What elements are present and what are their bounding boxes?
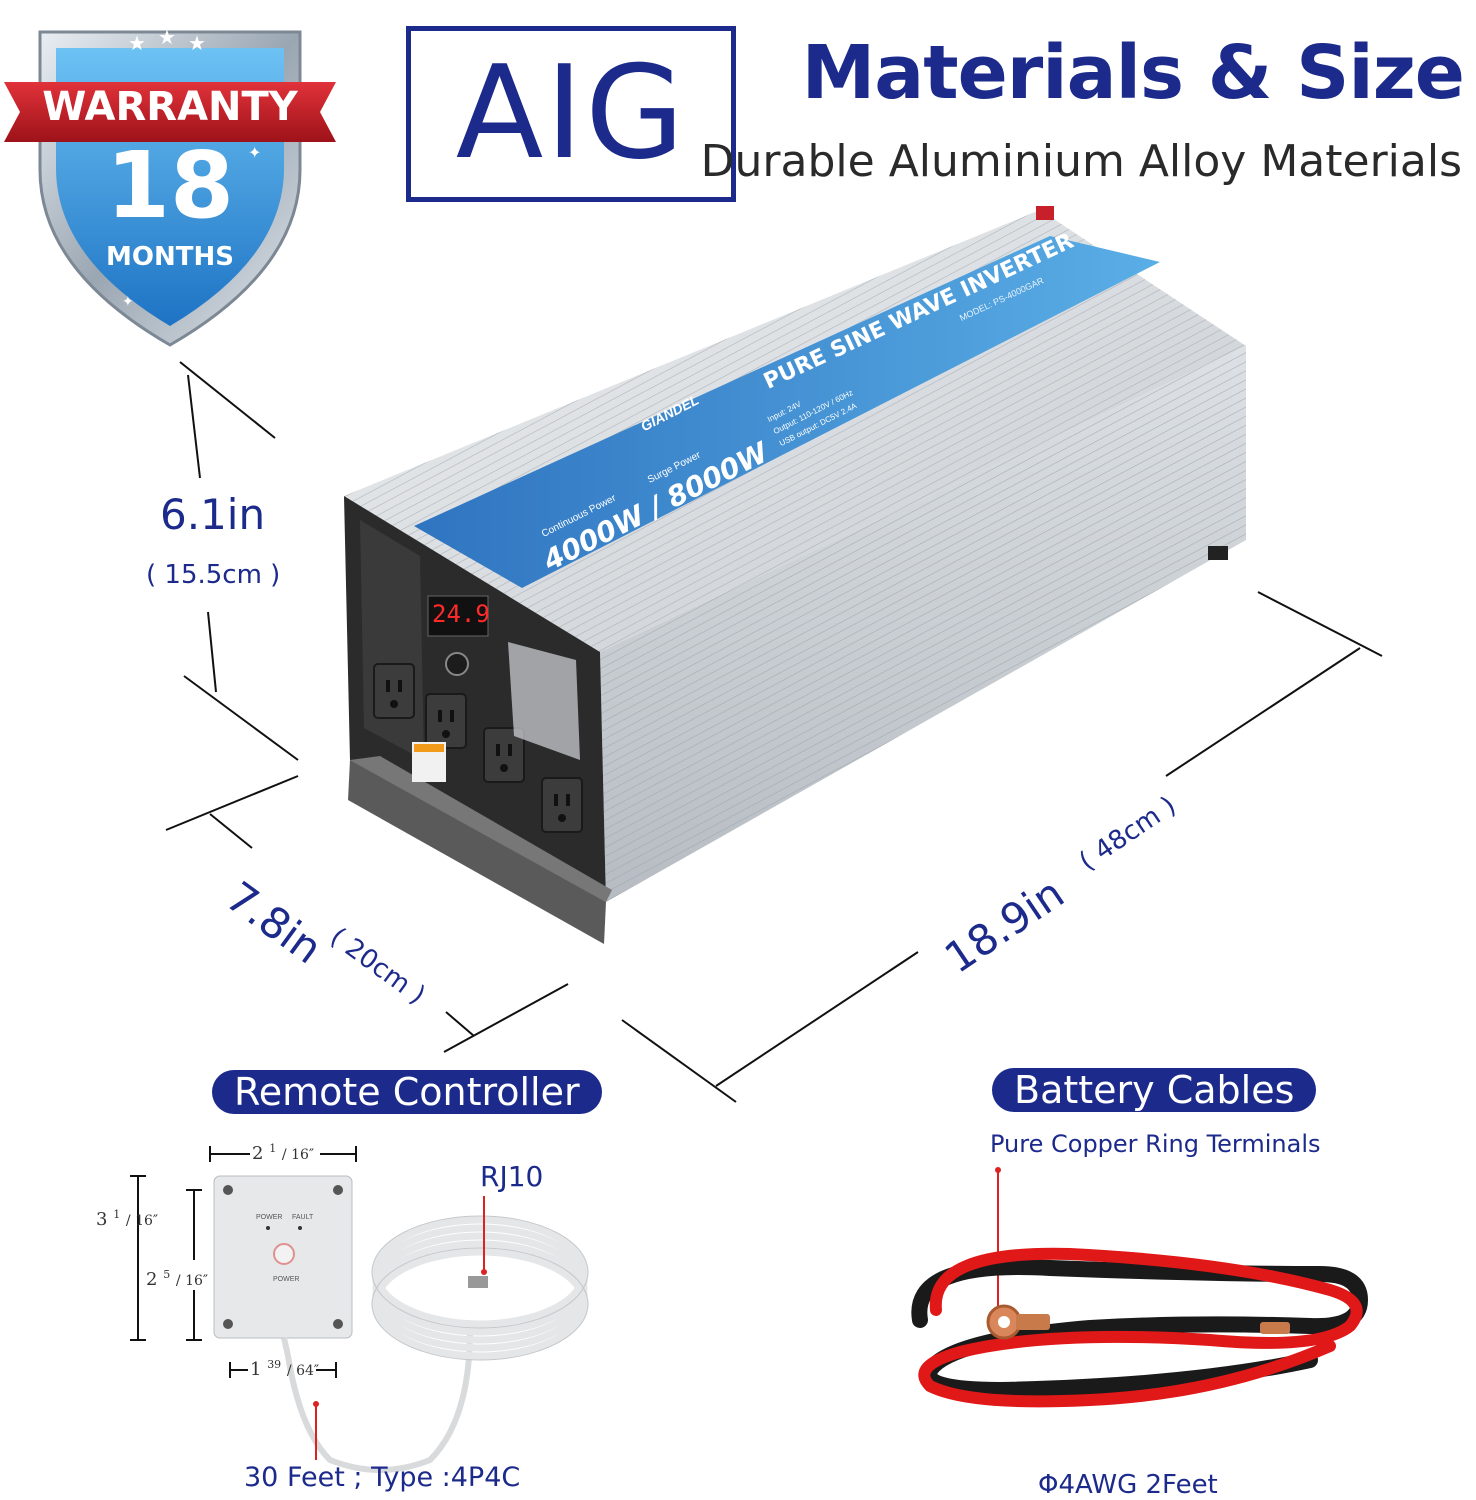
remote-width-bottom-num: 39 <box>267 1358 282 1371</box>
remote-width-bottom: 1 39 / 64″ <box>250 1358 319 1380</box>
remote-height-inner: 2 5 / 16″ <box>146 1268 208 1290</box>
svg-text:✦: ✦ <box>122 293 134 309</box>
remote-width-top-num: 1 <box>269 1142 277 1155</box>
svg-text:★: ★ <box>188 33 206 55</box>
height-dimension-cm: ( 15.5cm ) <box>146 560 281 590</box>
remote-controller-heading: Remote Controller <box>212 1070 602 1114</box>
remote-height-outer: 3 1 / 16″ <box>96 1208 158 1230</box>
remote-height-outer-num: 1 <box>113 1208 121 1221</box>
remote-cable-caption: 30 Feet ; Type :4P4C <box>244 1462 521 1493</box>
warranty-shield-icon: ★ ★ ★ ✦ ✦ <box>4 27 336 347</box>
page-subtitle: Durable Aluminium Alloy Materials <box>700 136 1462 187</box>
battery-cables-caption: Φ4AWG 2Feet <box>1038 1470 1218 1500</box>
warranty-label: WARRANTY <box>42 84 298 130</box>
remote-height-inner-den: / 16″ <box>175 1273 209 1289</box>
warranty-duration-number: 18 <box>105 132 235 239</box>
remote-height-outer-den: / 16″ <box>125 1213 159 1229</box>
svg-text:★: ★ <box>128 33 146 55</box>
remote-width-top-whole: 2 <box>252 1143 264 1164</box>
battery-cables-image <box>911 1167 1369 1408</box>
remote-power-led-label: POWER <box>256 1214 283 1221</box>
remote-drawing <box>130 1146 589 1473</box>
warranty-badge: ★ ★ ★ ✦ ✦ WARRANTY 18 MONTHS <box>0 0 340 360</box>
battery-cables-heading: Battery Cables <box>992 1068 1317 1112</box>
warranty-duration-unit: MONTHS <box>106 242 234 272</box>
aig-logo-text: AIG <box>455 39 687 188</box>
svg-text:✦: ✦ <box>248 145 261 162</box>
remote-height-inner-whole: 2 <box>146 1269 158 1290</box>
remote-width-top: 2 1 / 16″ <box>252 1142 314 1164</box>
rj10-connector-label: RJ10 <box>480 1160 544 1193</box>
remote-width-top-den: / 16″ <box>281 1147 315 1163</box>
svg-text:★: ★ <box>158 27 176 49</box>
remote-fault-led-label: FAULT <box>292 1214 314 1221</box>
height-dimension-in: 6.1in <box>160 490 266 539</box>
remote-width-bottom-den: / 64″ <box>286 1363 320 1379</box>
remote-width-bottom-whole: 1 <box>250 1359 262 1380</box>
aig-logo: AIG <box>406 26 736 202</box>
remote-height-inner-num: 5 <box>163 1268 171 1281</box>
page-title: Materials & Size <box>801 30 1465 116</box>
remote-height-outer-whole: 3 <box>96 1209 108 1230</box>
remote-power-button-label: POWER <box>273 1276 300 1283</box>
battery-cables-subtitle: Pure Copper Ring Terminals <box>990 1130 1321 1158</box>
